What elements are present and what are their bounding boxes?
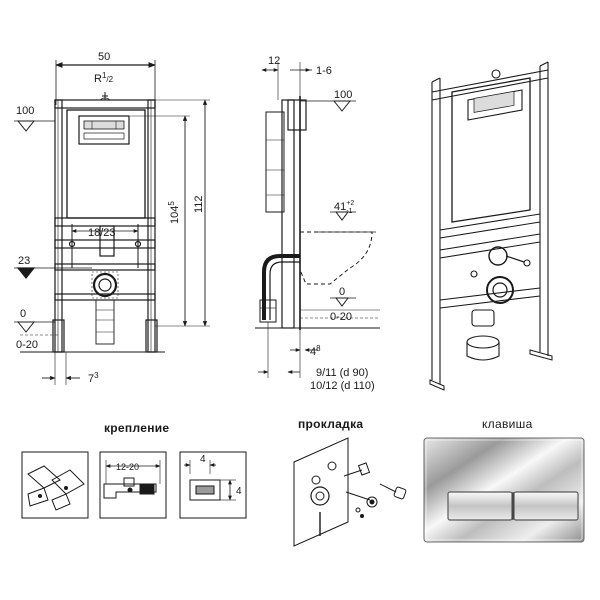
offset-label: 73 (88, 371, 99, 385)
mounting-dim-b-label: 4 (236, 486, 242, 497)
mounting-dim-a-label: 4 (200, 454, 206, 465)
side-top-level-label: 100 (334, 89, 352, 101)
height-total-label: 112 (193, 195, 205, 213)
side-floor-level-label: 0 (339, 286, 345, 298)
level-marker-floor (16, 321, 36, 333)
width-label: 50 (98, 51, 110, 63)
floor-range-label: 0-20 (16, 339, 38, 351)
mounting-detail-1 (21, 451, 89, 519)
iso-cistern (451, 77, 531, 223)
button-plate (78, 115, 130, 145)
mounting-detail-2 (99, 451, 167, 519)
button-caption: клавиша (482, 417, 533, 431)
floor-level-label: 0 (20, 308, 26, 320)
side-view (255, 62, 380, 378)
full-flush-button[interactable] (513, 491, 579, 521)
half-flush-button[interactable] (447, 491, 513, 521)
pipe-90-label: 9/11 (d 90) (316, 367, 368, 379)
gasket-plate (293, 437, 349, 547)
mounting-caption: крепление (104, 421, 169, 435)
spacing-label: 18/23 (88, 227, 116, 239)
thread-label: R1/2 (94, 71, 114, 85)
front-view-labels: 50 R1/2 100 23 0 0-20 18/23 112 1045 73 (16, 51, 205, 385)
side-floor-range-label: 0-20 (330, 311, 352, 323)
pipe-110-label: 10/12 (d 110) (310, 380, 375, 392)
bowl-outline (299, 231, 373, 285)
side-view-labels: 12 1-6 100 41+2-1 0 0-20 48 9/11 (d 90) … (268, 55, 375, 392)
bowl-height-label: 41+2-1 (334, 200, 354, 215)
level-marker-top (16, 120, 36, 132)
side-level-floor (335, 297, 349, 307)
top-level-label: 100 (16, 105, 34, 117)
height-inner-label: 1045 (167, 201, 181, 224)
gasket-caption: прокладка (298, 417, 363, 431)
front-view (14, 60, 210, 385)
side-level-top (332, 100, 352, 112)
depth-b-label: 1-6 (316, 65, 332, 77)
isometric-view (429, 61, 553, 391)
depth-a-label: 12 (268, 55, 280, 67)
gasket-detail (293, 437, 407, 547)
level-marker-pipe (16, 267, 36, 279)
flush-plate (423, 437, 585, 543)
wall-gap-label: 48 (310, 344, 321, 358)
pipe-level-label: 23 (18, 255, 30, 267)
mounting-detail-3 (179, 451, 247, 519)
mounting-range-label: 12-20 (116, 462, 139, 472)
iso-drain-outlet (486, 276, 514, 304)
drain-outlet (92, 272, 118, 298)
